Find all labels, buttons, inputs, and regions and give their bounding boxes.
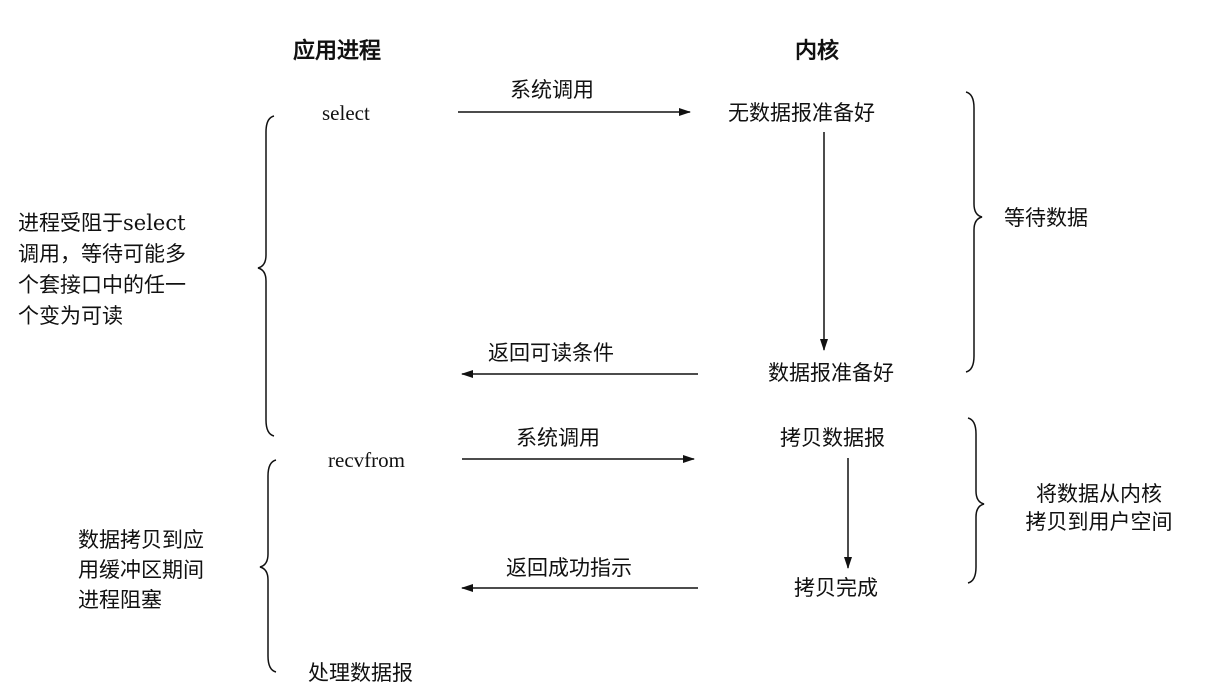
blocked-in-copy-line: 数据拷贝到应 [78,528,204,552]
syscall-label-2: 系统调用 [516,426,600,450]
recvfrom-call-label: recvfrom [328,448,405,472]
blocked-in-copy-line: 进程阻塞 [78,588,162,612]
return-readable-label: 返回可读条件 [488,341,614,365]
copy-complete-label: 拷贝完成 [794,576,878,600]
blocked-in-select-line: 进程受阻于select [18,211,186,235]
copy-to-user-line: 拷贝到用户空间 [1025,510,1173,534]
wait-for-data-annotation: 等待数据 [1004,206,1088,230]
copy-block-brace [259,459,277,673]
blocked-in-select-line: 个套接口中的任一 [18,273,186,297]
process-datagram-label: 处理数据报 [308,661,413,685]
copy-to-user-brace [967,417,985,584]
blocked-in-select-line: 个变为可读 [18,304,123,328]
wait-for-data-brace [965,91,983,373]
copy-to-user-annotation: 将数据从内核 拷贝到用户空间 [1004,480,1194,536]
select-call-label: select [322,101,370,125]
blocked-in-select-line: 调用，等待可能多 [18,242,186,266]
copy-datagram-label: 拷贝数据报 [780,426,885,450]
select-block-brace [257,115,275,437]
blocked-in-copy-line: 用缓冲区期间 [78,558,204,582]
syscall-label-1: 系统调用 [510,78,594,102]
copy-to-user-line: 将数据从内核 [1036,482,1162,506]
blocked-in-copy-annotation: 数据拷贝到应 用缓冲区期间 进程阻塞 [78,525,204,615]
kernel-column-header: 内核 [795,38,840,64]
return-success-label: 返回成功指示 [506,556,632,580]
blocked-in-select-annotation: 进程受阻于select 调用，等待可能多 个套接口中的任一 个变为可读 [18,208,186,332]
datagram-ready-label: 数据报准备好 [768,361,894,385]
process-column-header: 应用进程 [293,38,382,64]
no-datagram-ready-label: 无数据报准备好 [728,101,875,125]
